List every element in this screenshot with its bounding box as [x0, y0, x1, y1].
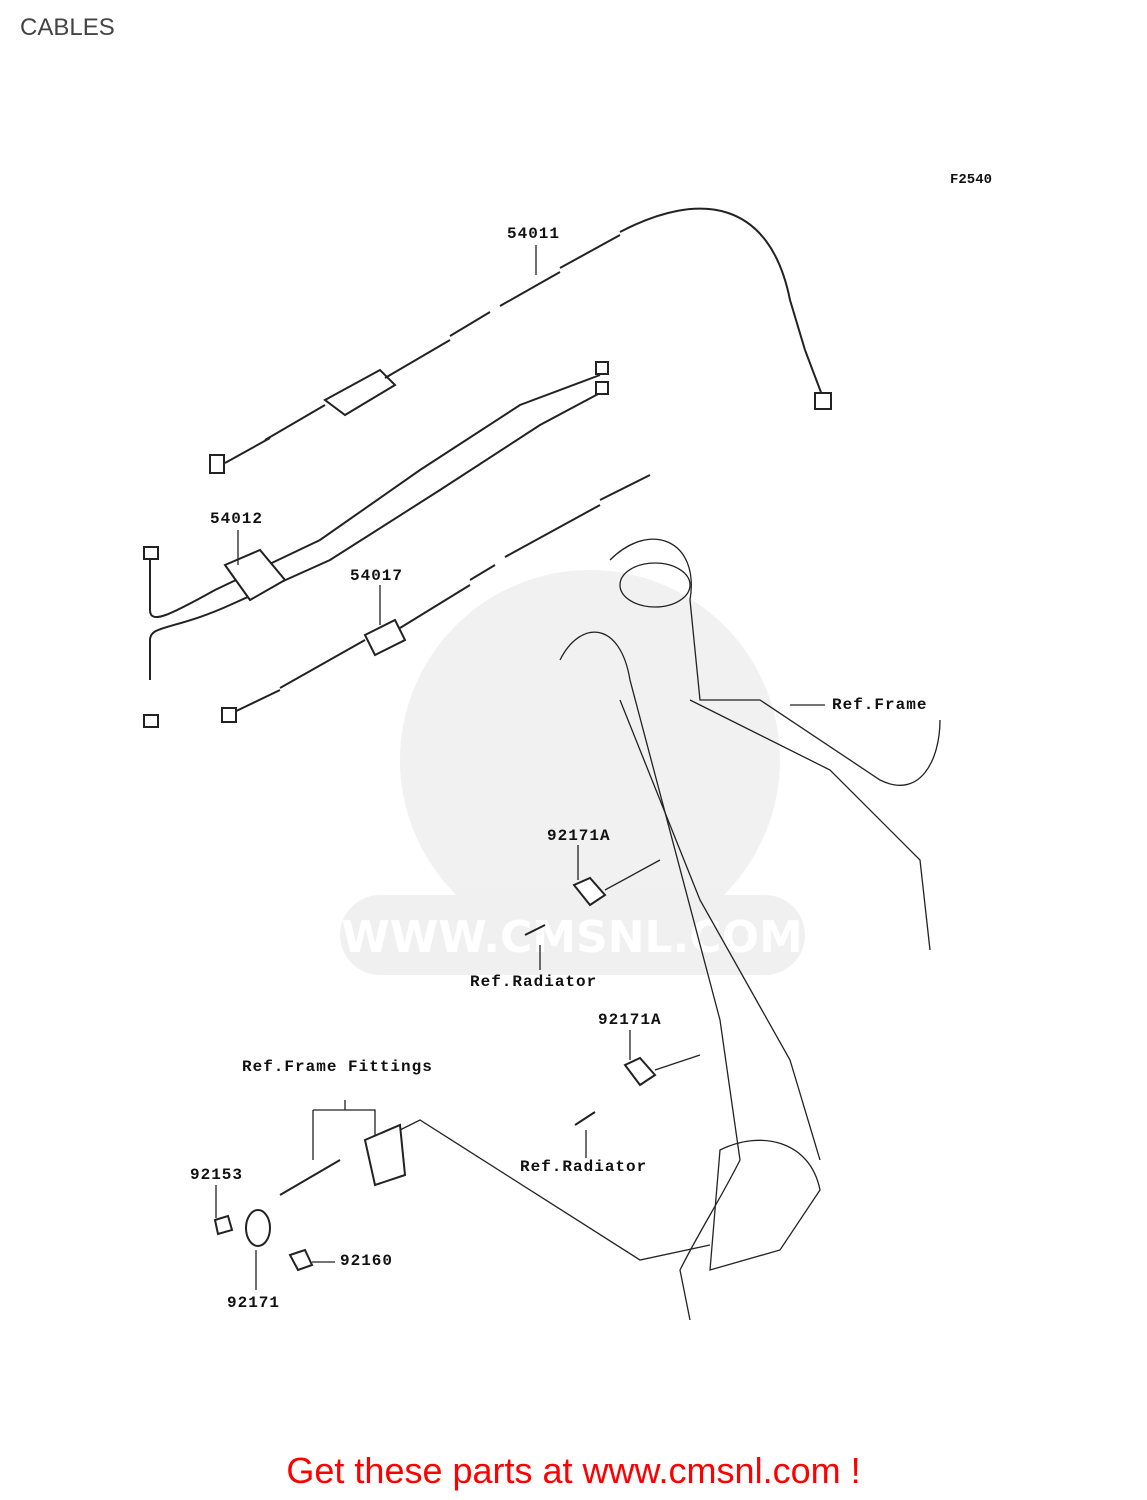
- label-ref-radiator-lower: Ref.Radiator: [520, 1158, 648, 1176]
- cable-54012[interactable]: [143, 361, 609, 728]
- watermark-logo: WWW.CMSNL.COM: [340, 570, 805, 975]
- label-ref-radiator-upper: Ref.Radiator: [470, 973, 598, 991]
- label-ref-frame: Ref.Frame: [832, 696, 928, 714]
- label-54011: 54011: [507, 225, 561, 243]
- clamp-92171a-lower[interactable]: [574, 1054, 701, 1126]
- label-92153: 92153: [190, 1166, 244, 1184]
- page-title: CABLES: [20, 14, 115, 41]
- cable-54011[interactable]: [209, 207, 832, 474]
- label-54012: 54012: [210, 510, 264, 528]
- watermark-text: WWW.CMSNL.COM: [341, 912, 803, 963]
- diagram-code: F2540: [950, 172, 993, 188]
- clamp-92171a-upper[interactable]: [524, 859, 661, 936]
- frame-outline: [559, 538, 941, 1321]
- label-92160: 92160: [340, 1252, 394, 1270]
- label-92171a-upper: 92171A: [547, 827, 611, 845]
- label-ref-frame-fittings: Ref.Frame Fittings: [242, 1058, 433, 1076]
- frame-fittings[interactable]: [213, 1100, 711, 1272]
- label-92171a-lower: 92171A: [598, 1011, 662, 1029]
- label-92171: 92171: [227, 1294, 281, 1312]
- footer-promo-link[interactable]: Get these parts at www.cmsnl.com !: [286, 1450, 861, 1491]
- label-54017: 54017: [350, 567, 404, 585]
- cable-54017[interactable]: [221, 474, 651, 723]
- leader-lines: [215, 245, 825, 1290]
